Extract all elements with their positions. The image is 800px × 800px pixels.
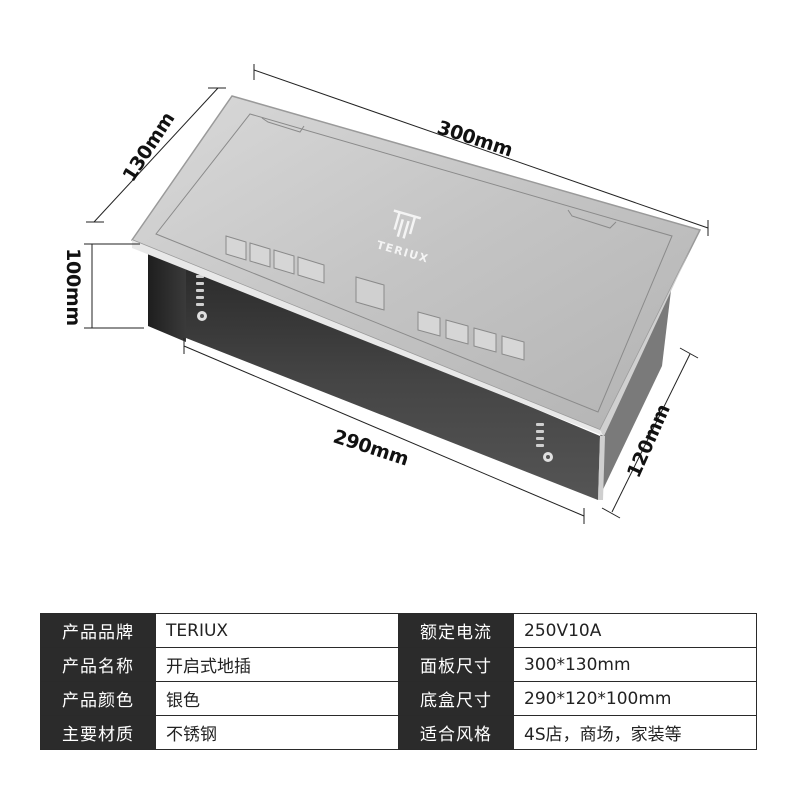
dimension-lines <box>84 64 709 524</box>
spec-value: 250V10A <box>513 613 757 648</box>
spec-value: 开启式地插 <box>155 647 399 682</box>
spec-row: 主要材质 不锈钢 适合风格 4S店，商场，家装等 <box>40 715 757 750</box>
spec-key: 额定电流 <box>398 613 514 648</box>
cable-slot <box>355 276 385 311</box>
box-right-side <box>598 282 672 500</box>
spec-value: 300*130mm <box>513 647 757 682</box>
spec-table: 产品品牌 TERIUX 额定电流 250V10A 产品名称 开启式地插 面板尺寸… <box>40 613 757 750</box>
spec-key: 面板尺寸 <box>398 647 514 682</box>
spec-key: 产品品牌 <box>40 613 156 648</box>
spec-row: 产品品牌 TERIUX 额定电流 250V10A <box>40 613 757 648</box>
vent-right <box>536 423 553 462</box>
product-figure: TERIUX 300mm 130mm 100mm 290mm <box>61 64 709 524</box>
box-left-side <box>148 248 186 342</box>
spec-value: 不锈钢 <box>155 715 399 750</box>
spec-row: 产品颜色 银色 底盒尺寸 290*120*100mm <box>40 681 757 716</box>
spec-value: 4S店，商场，家装等 <box>513 715 757 750</box>
dim-height-label: 100mm <box>61 248 84 326</box>
brand-logo-mark <box>393 209 422 239</box>
spec-key: 产品名称 <box>40 647 156 682</box>
spec-row: 产品名称 开启式地插 面板尺寸 300*130mm <box>40 647 757 682</box>
spec-key: 底盒尺寸 <box>398 681 514 716</box>
lid-inner-frame <box>155 113 673 413</box>
vent-left <box>196 275 207 321</box>
socket-slots-left <box>225 235 325 284</box>
spec-key: 产品颜色 <box>40 681 156 716</box>
floor-socket-image: TERIUX <box>84 64 709 524</box>
box-front-side <box>186 262 600 500</box>
spec-key: 适合风格 <box>398 715 514 750</box>
spec-value: 290*120*100mm <box>513 681 757 716</box>
spec-key: 主要材质 <box>40 715 156 750</box>
socket-slots-right <box>417 311 525 361</box>
spec-value: TERIUX <box>155 613 399 648</box>
spec-value: 银色 <box>155 681 399 716</box>
